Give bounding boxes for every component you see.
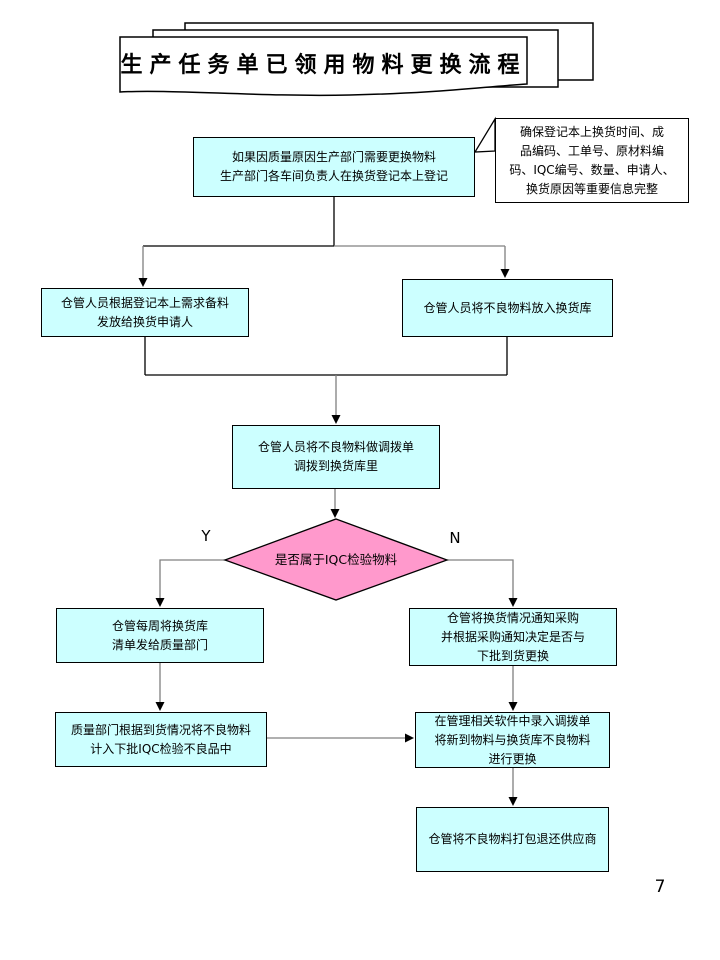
flow-node-notify-purchasing: 仓管将换货情况通知采购 并根据采购通知决定是否与 下批到货更换 — [409, 608, 617, 666]
connector-black-lines — [143, 197, 508, 376]
arrowheads — [138, 269, 518, 806]
page-title: 生产任务单已领用物料更换流程 — [120, 53, 527, 78]
flow-node-prepare-material: 仓管人员根据登记本上需求备料 发放给换货申请人 — [41, 288, 249, 337]
connector-gray-lines — [142, 245, 514, 799]
flow-node-weekly-list: 仓管每周将换货库 清单发给质量部门 — [56, 608, 264, 663]
flow-node-register: 如果因质量原因生产部门需要更换物料 生产部门各车间负责人在换货登记本上登记 — [193, 137, 475, 197]
flow-node-software-entry: 在管理相关软件中录入调拨单 将新到物料与换货库不良物料 进行更换 — [415, 712, 610, 768]
title-sheet-front — [119, 36, 528, 97]
flow-node-store-defective: 仓管人员将不良物料放入换货库 — [402, 279, 613, 337]
page-number: 7 — [654, 877, 666, 897]
flow-node-return-supplier: 仓管将不良物料打包退还供应商 — [416, 807, 609, 872]
title-document-stack — [119, 22, 594, 97]
decision-diamond-label: 是否属于IQC检验物料 — [274, 552, 398, 567]
branch-label-no: N — [449, 529, 461, 547]
callout-note: 确保登记本上换货时间、成 品编码、工单号、原材料编 码、IQC编号、数量、申请人… — [495, 118, 689, 203]
flow-node-quality-count: 质量部门根据到货情况将不良物料 计入下批IQC检验不良品中 — [55, 712, 267, 767]
callout-pointer — [473, 116, 496, 153]
branch-label-yes: Y — [201, 527, 211, 545]
flow-node-transfer-order: 仓管人员将不良物料做调拨单 调拨到换货库里 — [232, 425, 440, 489]
connectors — [142, 197, 514, 799]
decision-diamond — [223, 518, 449, 601]
